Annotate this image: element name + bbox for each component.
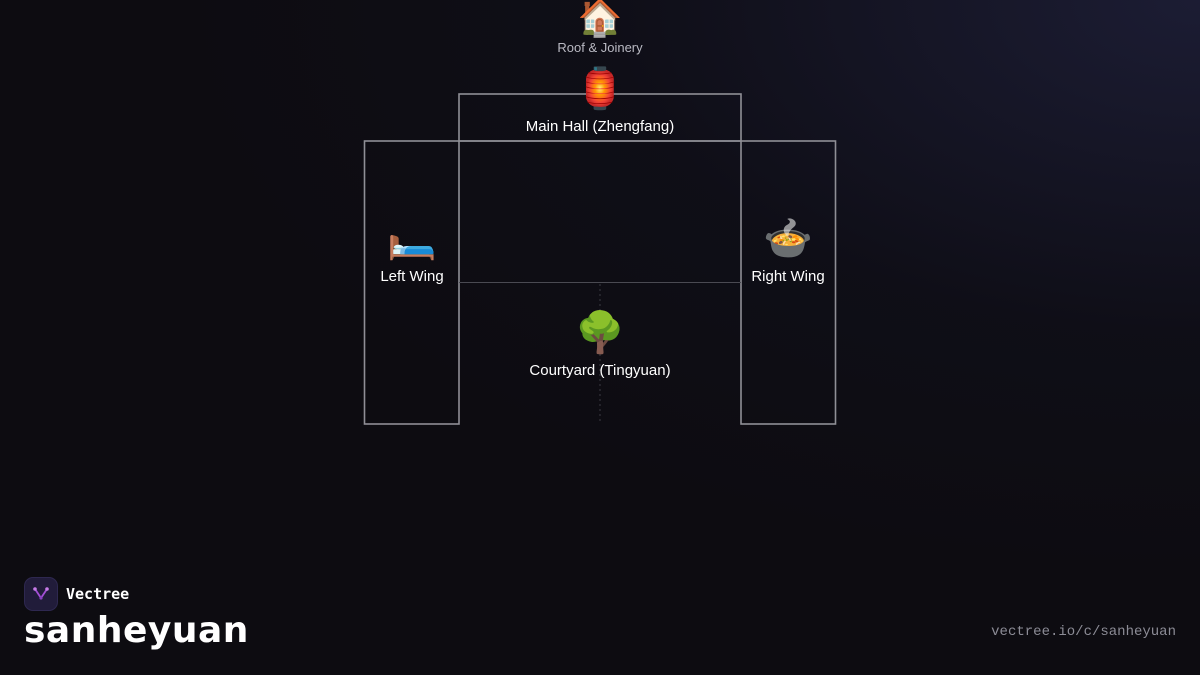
brand: Vectree [24, 577, 129, 611]
pot-of-food-icon: 🍲 [763, 216, 813, 262]
tree-icon: 🌳 [575, 310, 625, 356]
vectree-logo-icon [24, 577, 58, 611]
node-label: Roof & Joinery [557, 40, 643, 55]
node-label: Courtyard (Tingyuan) [529, 362, 671, 379]
node-roof-joinery: 🏠 Roof & Joinery [557, 0, 642, 55]
node-left-wing: 🛏️ Left Wing [380, 216, 443, 285]
house-icon: 🏠 [577, 0, 623, 39]
lantern-icon: 🏮 [575, 66, 625, 112]
page-title: sanheyuan [24, 610, 249, 651]
node-right-wing: 🍲 Right Wing [751, 216, 824, 285]
node-label: Left Wing [380, 268, 444, 285]
node-main-hall: 🏮 Main Hall (Zhengfang) [526, 66, 674, 135]
page-url: vectree.io/c/sanheyuan [991, 624, 1176, 640]
node-label: Right Wing [751, 268, 825, 285]
node-label: Main Hall (Zhengfang) [525, 118, 675, 135]
brand-name: Vectree [66, 585, 130, 603]
node-courtyard: 🌳 Courtyard (Tingyuan) [529, 310, 670, 379]
bed-icon: 🛏️ [387, 216, 437, 262]
